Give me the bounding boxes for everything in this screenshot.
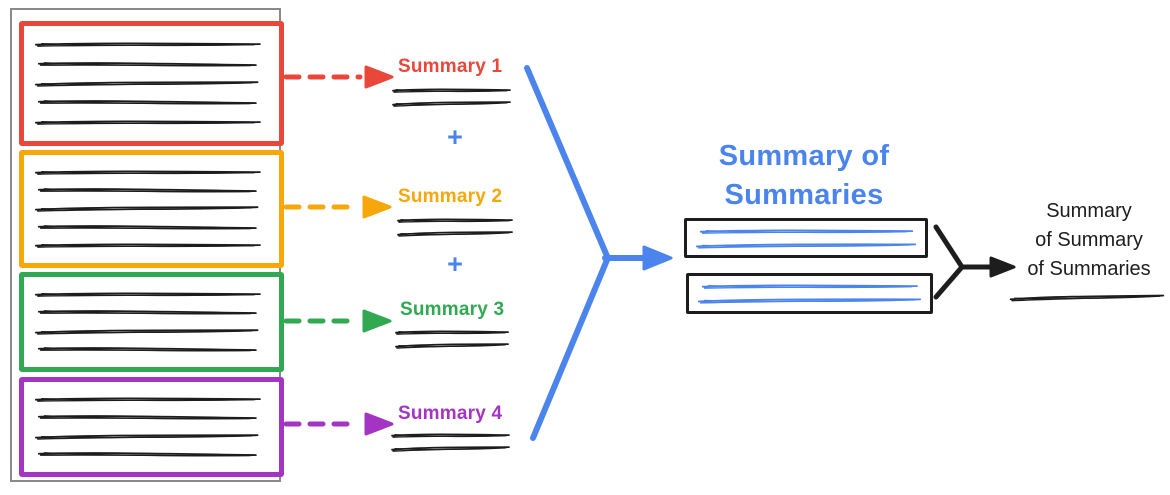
text-scribble-line xyxy=(391,98,512,109)
text-scribble-line xyxy=(32,168,264,177)
final-line-3: of Summaries xyxy=(1027,258,1151,280)
text-scribble-line xyxy=(32,118,264,127)
plus-operator-1: + xyxy=(447,122,463,152)
text-scribble-line xyxy=(32,203,262,214)
arrow-blue-merge xyxy=(524,65,673,441)
arrow-dashed-green xyxy=(283,309,392,333)
summary-of-summaries-title: Summary of Summaries xyxy=(668,137,940,215)
text-scribble-line xyxy=(695,295,924,306)
document-1 xyxy=(19,21,284,146)
final-summary-label: Summary of Summary of Summaries xyxy=(1008,197,1170,284)
text-scribble-line xyxy=(32,326,262,337)
summary-1-label: Summary 1 xyxy=(398,56,503,77)
summary-4-scribble xyxy=(390,431,511,453)
text-scribble-line xyxy=(396,216,514,225)
title-line-1: Summary of xyxy=(718,140,890,172)
text-scribble-line xyxy=(390,443,511,454)
text-scribble-line xyxy=(32,40,264,49)
final-line-1: Summary xyxy=(1046,200,1132,222)
text-scribble-line xyxy=(32,241,264,250)
document-3 xyxy=(19,272,284,372)
text-scribble-line xyxy=(35,344,260,355)
text-scribble-line xyxy=(391,86,512,95)
text-scribble-line xyxy=(396,228,514,239)
text-scribble-line xyxy=(35,59,260,70)
text-scribble-line xyxy=(35,449,260,460)
arrow-dashed-red xyxy=(283,65,394,89)
text-scribble-line xyxy=(35,307,260,318)
plus-operator-2: + xyxy=(447,249,463,279)
text-scribble-line xyxy=(697,227,916,236)
summary-4-label: Summary 4 xyxy=(398,403,503,424)
text-scribble-line xyxy=(35,222,260,233)
summary-2-label: Summary 2 xyxy=(398,186,503,207)
text-scribble-line xyxy=(35,412,260,423)
brace-black-join xyxy=(933,224,1016,300)
text-scribble-line xyxy=(394,340,510,351)
merged-summary-box-1 xyxy=(684,218,928,258)
document-2 xyxy=(19,150,284,268)
final-line-2: of Summary xyxy=(1035,229,1143,251)
arrow-dashed-purple xyxy=(283,412,394,436)
text-scribble-line xyxy=(35,97,260,108)
text-scribble-line xyxy=(35,185,260,196)
summary-3-label: Summary 3 xyxy=(400,299,505,320)
document-stack xyxy=(10,8,284,482)
final-summary-scribble xyxy=(1008,291,1166,303)
title-line-2: Summaries xyxy=(724,179,884,212)
text-scribble-line xyxy=(394,328,510,337)
merged-summary-box-2 xyxy=(686,273,933,314)
summary-1-scribble xyxy=(391,86,512,108)
arrow-dashed-yellow xyxy=(283,195,392,219)
text-scribble-line xyxy=(693,240,919,251)
summary-3-scribble xyxy=(394,328,510,350)
text-scribble-line xyxy=(699,282,921,291)
text-scribble-line xyxy=(390,431,511,440)
text-scribble-line xyxy=(32,78,262,89)
text-scribble-line xyxy=(32,431,262,442)
text-scribble-line xyxy=(32,395,264,404)
summary-2-scribble xyxy=(396,216,514,238)
document-4 xyxy=(19,377,284,477)
text-scribble-line xyxy=(32,290,264,299)
